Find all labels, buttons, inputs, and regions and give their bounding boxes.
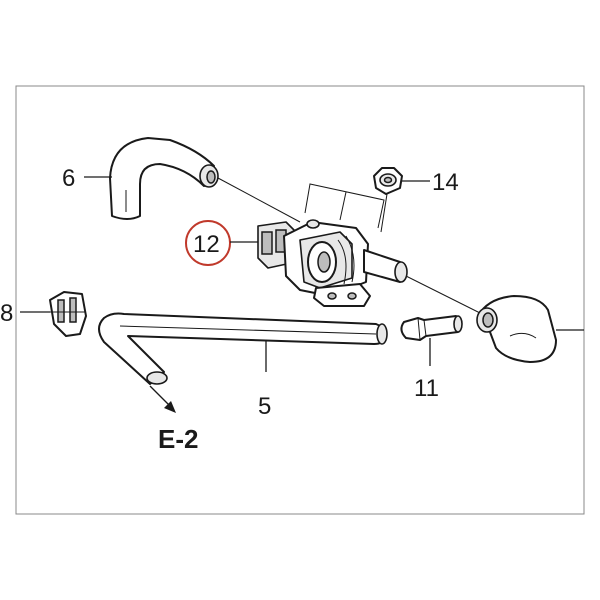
hose-6[interactable] — [109, 137, 219, 220]
diagram-frame — [15, 85, 585, 515]
callout-5: 5 — [258, 393, 271, 420]
nut-14[interactable] — [373, 167, 403, 195]
callout-6: 6 — [62, 165, 75, 192]
hose-5[interactable] — [98, 312, 388, 385]
clip-8[interactable] — [49, 291, 87, 337]
connector-line-right — [405, 275, 491, 319]
callout-11: 11 — [414, 375, 439, 402]
solenoid-valve-12[interactable] — [257, 219, 408, 307]
highlight-ring-12 — [185, 220, 231, 266]
arrow-head — [164, 401, 176, 413]
callout-14: 14 — [432, 169, 459, 196]
connector-line-6 — [217, 177, 301, 223]
reference-label: E-2 — [158, 424, 198, 454]
joint-11[interactable] — [400, 315, 463, 341]
elbow-fitting[interactable] — [476, 295, 557, 363]
edge-callout-8: 8 — [0, 300, 13, 327]
assembly-bracket — [304, 183, 385, 229]
callout-12: 12 — [193, 231, 220, 258]
